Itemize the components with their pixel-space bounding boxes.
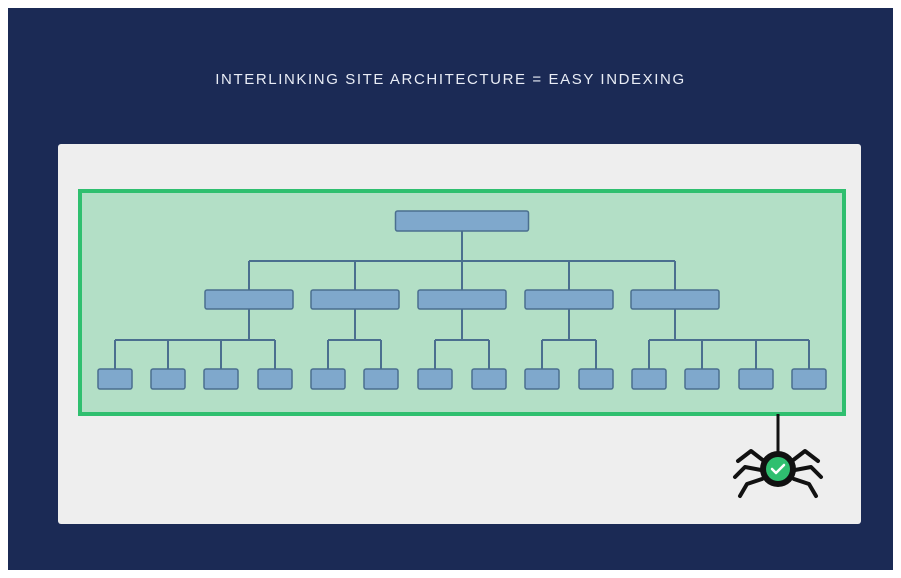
leaf-page-node [417, 368, 453, 390]
leaf-page-node [97, 368, 133, 390]
leaf-page-node [257, 368, 293, 390]
check-icon [770, 463, 786, 475]
leaf-page-node [684, 368, 720, 390]
category-page-node [524, 289, 614, 310]
category-page-node [630, 289, 720, 310]
spider-check-badge [766, 457, 790, 481]
leaf-page-node [791, 368, 827, 390]
connectors [114, 231, 810, 369]
spider-crawler [733, 414, 823, 498]
page-nodes [97, 210, 827, 390]
leaf-page-node [738, 368, 774, 390]
leaf-page-node [363, 368, 399, 390]
leaf-page-node [203, 368, 239, 390]
category-page-node [417, 289, 507, 310]
leaf-page-node [471, 368, 507, 390]
leaf-page-node [631, 368, 667, 390]
headline: INTERLINKING SITE ARCHITECTURE = EASY IN… [215, 71, 686, 88]
root-page-node [394, 210, 530, 232]
leaf-page-node [150, 368, 186, 390]
category-page-node [310, 289, 400, 310]
leaf-page-node [310, 368, 346, 390]
leaf-page-node [578, 368, 614, 390]
spider-legs [733, 449, 823, 498]
category-page-node [204, 289, 294, 310]
leaf-page-node [524, 368, 560, 390]
